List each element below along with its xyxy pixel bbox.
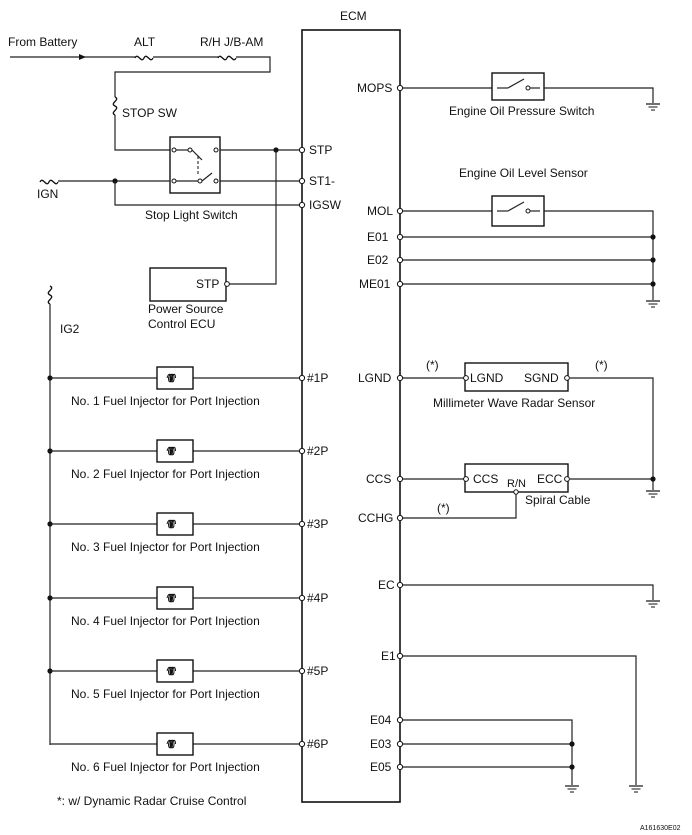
ecm-title: ECM (340, 9, 367, 23)
stop-light-switch-label: Stop Light Switch (145, 208, 238, 222)
pin-ec: EC (378, 578, 395, 592)
pin-e03: E03 (370, 737, 392, 751)
from-battery-label: From Battery (8, 35, 77, 49)
ground-icon (645, 600, 661, 608)
ground-icon (645, 103, 661, 111)
pin-me01: ME01 (359, 277, 391, 291)
pin-e05: E05 (370, 760, 392, 774)
injector-row-3: #3P No. 3 Fuel Injector for Port Injecti… (47, 512, 328, 554)
pin-cchg: CCHG (358, 511, 393, 525)
injector-pin-3: #3P (307, 517, 328, 531)
pin-igsw: IGSW (309, 198, 342, 212)
ign-fuse-icon (39, 179, 59, 185)
pin-ccs: CCS (366, 472, 391, 486)
ground-icon (645, 300, 661, 308)
ig2-label: IG2 (60, 322, 80, 336)
power-source-ecu-pin: STP (196, 277, 219, 291)
spiral-rn: R/N (507, 478, 526, 490)
arrow-icon (79, 54, 86, 60)
asterisk-lgnd: (*) (426, 358, 439, 372)
injector-label-6: No. 6 Fuel Injector for Port Injection (71, 760, 260, 774)
alt-label: ALT (134, 35, 156, 49)
injector-row-6: #6P No. 6 Fuel Injector for Port Injecti… (50, 732, 328, 774)
injector-label-4: No. 4 Fuel Injector for Port Injection (71, 614, 260, 628)
alt-fuse-icon (134, 55, 154, 61)
oil-pressure-switch-label: Engine Oil Pressure Switch (449, 104, 594, 118)
injector-pin-6: #6P (307, 737, 328, 751)
pin-mops: MOPS (357, 81, 392, 95)
injector-row-2: #2P No. 2 Fuel Injector for Port Injecti… (47, 439, 328, 481)
ecm-body (301, 29, 401, 803)
radar-lgnd: LGND (470, 371, 504, 385)
oil-pressure-switch-box (491, 72, 545, 101)
pin-e01: E01 (367, 230, 389, 244)
spiral-cable-label: Spiral Cable (525, 493, 591, 507)
power-source-ecu-line2: Control ECU (148, 317, 215, 331)
rh-jb-am-label: R/H J/B-AM (200, 35, 263, 49)
oil-level-sensor-label: Engine Oil Level Sensor (459, 166, 588, 180)
radar-sgnd: SGND (524, 371, 559, 385)
footnote: *: w/ Dynamic Radar Cruise Control (57, 794, 246, 808)
ground-icon (628, 785, 644, 793)
spiral-ecc: ECC (537, 472, 563, 486)
injector-label-5: No. 5 Fuel Injector for Port Injection (71, 687, 260, 701)
figure-code: A161630E02 (640, 825, 681, 832)
pin-stp: STP (309, 143, 332, 157)
ign-label: IGN (37, 187, 58, 201)
injector-pin-1: #1P (307, 371, 328, 385)
radar-sensor-label: Millimeter Wave Radar Sensor (433, 396, 595, 410)
rh-jb-am-fuse-icon (217, 55, 237, 61)
power-source-ecu-line1: Power Source (148, 302, 224, 316)
asterisk-sgnd: (*) (595, 358, 608, 372)
injector-row-5: #5P No. 5 Fuel Injector for Port Injecti… (47, 659, 328, 701)
ground-icon (645, 490, 661, 498)
stop-sw-label: STOP SW (122, 106, 178, 120)
injector-pin-5: #5P (307, 664, 328, 678)
injector-label-1: No. 1 Fuel Injector for Port Injection (71, 394, 260, 408)
injector-row-1: #1P No. 1 Fuel Injector for Port Injecti… (47, 366, 328, 408)
spiral-ccs: CCS (473, 472, 498, 486)
injector-label-2: No. 2 Fuel Injector for Port Injection (71, 467, 260, 481)
pin-e02: E02 (367, 253, 389, 267)
pin-e04: E04 (370, 713, 392, 727)
pin-st1: ST1- (309, 174, 335, 188)
injector-label-3: No. 3 Fuel Injector for Port Injection (71, 540, 260, 554)
radar-sensor-box (464, 362, 569, 392)
stop-light-switch-box (169, 136, 221, 194)
pin-mol: MOL (367, 204, 393, 218)
injector-pin-4: #4P (307, 591, 328, 605)
pin-lgnd: LGND (358, 371, 392, 385)
pin-e1: E1 (381, 649, 396, 663)
asterisk-cchg: (*) (437, 501, 450, 515)
ig2-fuse-icon (47, 285, 53, 305)
injector-row-4: #4P No. 4 Fuel Injector for Port Injecti… (47, 586, 328, 628)
injector-pin-2: #2P (307, 444, 328, 458)
power-source-ecu-box (149, 267, 227, 302)
stop-sw-fuse-icon (112, 96, 118, 116)
ground-icon (564, 785, 580, 793)
